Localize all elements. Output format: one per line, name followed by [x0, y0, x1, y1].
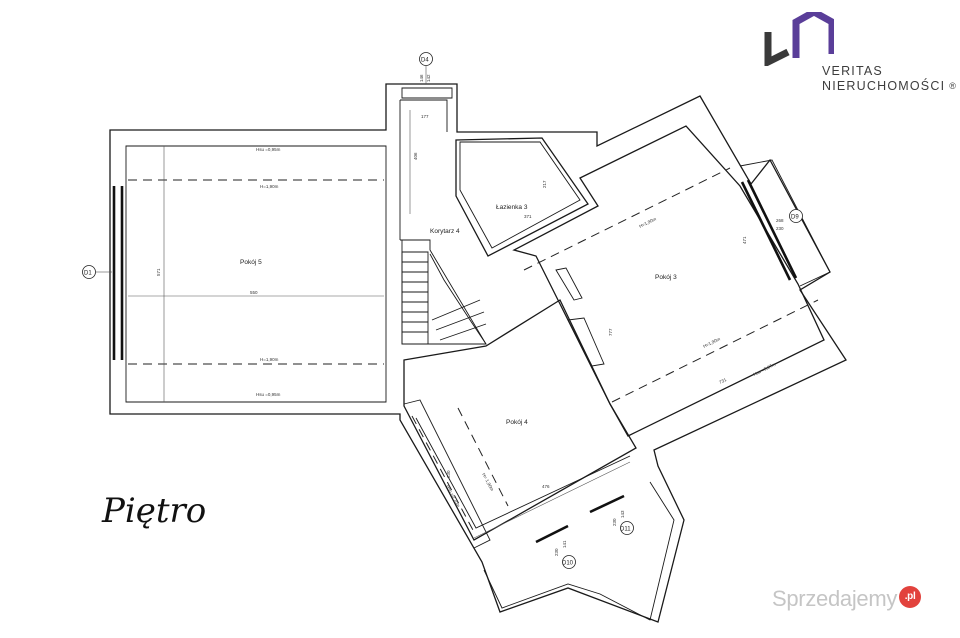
room-pokoj-3: Pokój 3: [655, 274, 677, 281]
dim-kor-width: 177: [421, 114, 429, 119]
height-label-p3-mid: H=1,90m: [702, 336, 721, 349]
dim-win-right-b: 230: [776, 226, 784, 231]
axis-d10-label: D10: [562, 561, 574, 567]
floor-label: Piętro: [101, 491, 206, 531]
height-label-p4-right: H= 1,90m: [481, 472, 495, 492]
brand-name: VERITAS NIERUCHOMOŚCI®: [822, 64, 957, 94]
watermark-text: Sprzedajemy: [772, 586, 898, 611]
dim-p3-a: 471: [742, 236, 747, 244]
dim-laz-b: 371: [524, 214, 532, 219]
dim-p3-b: 777: [608, 328, 613, 336]
axis-d4-circle: [419, 52, 433, 66]
staircase: [401, 251, 487, 345]
dim-p4-b: 476: [542, 484, 550, 489]
height-label-p3-bottom: Hsu =0,67m: [752, 362, 776, 377]
room-lazienka-3: Łazienka 3: [496, 204, 528, 211]
dim-p3-c: 731: [718, 377, 727, 385]
brand-logo: VERITAS NIERUCHOMOŚCI®: [764, 12, 957, 102]
dim-win-top-a: 146: [419, 74, 424, 82]
brand-name-line2: NIERUCHOMOŚCI: [822, 79, 946, 93]
dimension-labels: 550 571 177 406 217 371 471 777 731 630 …: [156, 74, 784, 556]
brand-registered-mark: ®: [949, 81, 958, 91]
dim-laz-a: 217: [542, 180, 547, 188]
room-labels: Pokój 5 Pokój 4 Pokój 3 Łazienka 3 Koryt…: [240, 204, 677, 426]
axis-d1-circle: [82, 265, 96, 279]
outer-walls: [109, 83, 847, 623]
brand-logo-icon: [764, 12, 834, 66]
room-pokoj-5: Pokój 5: [240, 259, 262, 266]
dim-win-bot-a: 141: [562, 540, 567, 548]
dim-win-bot2-b: 230: [612, 518, 617, 526]
height-label-hsu-bottom: Hsu =0,95m: [256, 392, 281, 397]
watermark-badge: .pl: [899, 586, 922, 608]
watermark: Sprzedajemy.pl: [772, 586, 922, 612]
dim-p4-a: 630: [446, 470, 451, 478]
height-label-top: H=1,90m: [260, 184, 279, 189]
axis-d9-label: D9: [791, 215, 799, 221]
axis-d11-label: D11: [620, 527, 631, 533]
brand-name-line1: VERITAS: [822, 64, 883, 78]
axis-d10-circle: [562, 555, 576, 569]
dim-win-bot2-a: 143: [620, 510, 625, 518]
axis-d9-circle: [789, 209, 803, 223]
dim-win-top-b: 142: [426, 74, 431, 82]
axis-d1-label: D1: [84, 271, 92, 277]
height-label-bottom: H=1,90m: [260, 357, 279, 362]
dim-win-bot-b: 230: [554, 548, 559, 556]
height-label-p3-top: H=1,90m: [638, 216, 657, 229]
height-label-hsu-top: Hsu =0,95m: [256, 147, 281, 152]
dim-p5-width: 550: [250, 290, 258, 295]
room-pokoj-4: Pokój 4: [506, 419, 528, 426]
dim-p5-depth: 571: [156, 268, 161, 276]
axis-d11-circle: [620, 521, 634, 535]
height-lines: [128, 110, 819, 539]
dim-win-right-a: 268: [776, 218, 784, 223]
axis-d4-label: D4: [421, 58, 429, 64]
axis-markers: D1 D4 D9 D10 D11: [82, 52, 803, 569]
dim-kor-depth: 406: [413, 152, 418, 160]
room-korytarz-4: Korytarz 4: [430, 228, 460, 235]
